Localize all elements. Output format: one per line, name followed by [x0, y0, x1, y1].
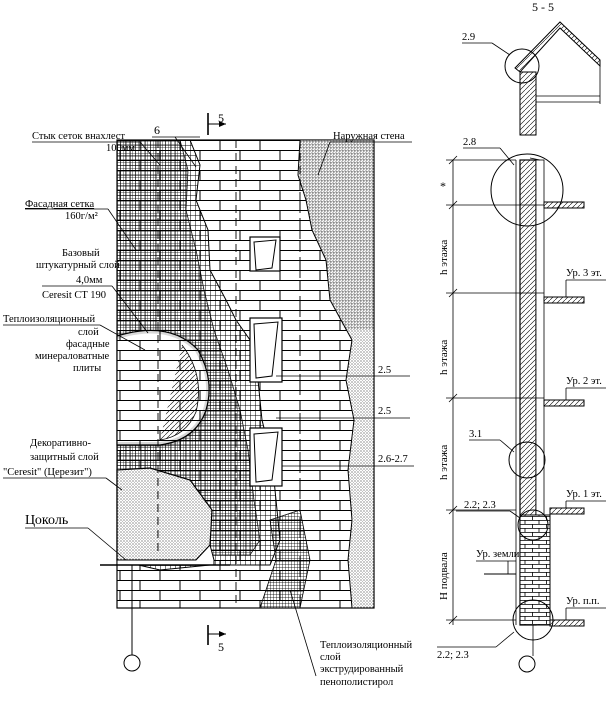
dimension-chain — [446, 155, 544, 625]
insul-mw-label-5: плиты — [73, 363, 101, 374]
section-axis-bubble — [518, 655, 536, 673]
level-1-label: Ур. 1 эт. — [566, 489, 602, 500]
axis-bubble — [123, 654, 141, 672]
decor-label-3: "Ceresit" (Церезит") — [3, 467, 92, 478]
mesh-overlap-label-2: 100мм — [106, 143, 135, 154]
ref-2-5-a: 2.5 — [378, 365, 391, 376]
level-2-label: Ур. 2 эт. — [566, 376, 602, 387]
node-2-9-circle — [504, 48, 540, 84]
section-5-5: 5 - 5 2.9 — [437, 0, 606, 673]
node-3-1-label: 3.1 — [469, 429, 482, 440]
floor-level-label: Ур. п.п. — [566, 596, 600, 607]
plinth-label: Цоколь — [25, 513, 68, 528]
insul-mw-label-1: Теплоизоляционный — [3, 314, 95, 325]
decor-label-1: Декоративно- — [30, 438, 91, 449]
base-plaster-label-4: Ceresit CT 190 — [42, 290, 106, 301]
h-floor-3: h этажа — [438, 445, 450, 480]
section-mark-bottom-label: 5 — [218, 640, 224, 654]
callout-6: 6 — [154, 123, 160, 137]
asterisk: * — [440, 179, 446, 193]
node-2-8-circle — [490, 153, 564, 227]
facade-mesh-label-2: 160г/м² — [65, 211, 98, 222]
h-floor-1: h этажа — [438, 240, 450, 275]
section-marker-bottom: 5 — [207, 625, 226, 654]
decor-label-2: защитный слой — [30, 452, 99, 463]
h-floor-2: h этажа — [438, 340, 450, 375]
base-plaster-label-2: штукатурный слой — [36, 260, 120, 271]
h-basement: H подвала — [438, 552, 450, 600]
section-title: 5 - 5 — [532, 0, 554, 14]
section-marker-top: 5 — [207, 111, 226, 135]
window-opening-1 — [249, 236, 281, 272]
outer-wall-label: Наружная стена — [333, 131, 405, 142]
insul-mw-label-2: слой — [78, 327, 99, 338]
floor-slabs — [543, 201, 585, 627]
node-2-2-b-label: 2.2; 2.3 — [437, 650, 469, 661]
base-plaster-label-3: 4,0мм — [76, 275, 103, 286]
level-marks: Ур. 3 эт. Ур. 2 эт. Ур. 1 эт. Ур. земли … — [476, 268, 606, 620]
level-3-label: Ур. 3 эт. — [566, 268, 602, 279]
ref-2-6-2-7: 2.6-2.7 — [378, 454, 408, 465]
insul-xps-label-3: экструдированный — [320, 664, 404, 675]
ref-2-5-b: 2.5 — [378, 406, 391, 417]
insul-mw-label-3: фасадные — [66, 339, 110, 350]
insul-xps-label-2: слой — [320, 652, 341, 663]
node-3-1-circle — [508, 441, 546, 479]
window-opening-3 — [249, 427, 283, 487]
window-opening-2 — [249, 317, 283, 383]
node-2-8-label: 2.8 — [463, 137, 476, 148]
insul-mw-label-4: минераловатные — [35, 351, 110, 362]
insul-xps-label-1: Теплоизоляционный — [320, 640, 412, 651]
left-callouts: Стык сеток внахлест 100мм 6 Фасадная сет… — [3, 123, 200, 561]
node-2-2-a-circle — [517, 509, 549, 541]
section-mark-top-label: 5 — [218, 111, 224, 125]
facade-mesh-label-1: Фасадная сетка — [25, 199, 94, 210]
roof-detail: 2.9 — [462, 21, 601, 136]
node-2-9-label: 2.9 — [462, 32, 475, 43]
node-2-2-a-label: 2.2; 2.3 — [464, 500, 496, 511]
mesh-overlap-label-1: Стык сеток внахлест — [32, 131, 125, 142]
ground-level-label: Ур. земли — [476, 549, 520, 560]
facade-fragment: 5 5 — [100, 111, 375, 672]
base-plaster-label-1: Базовый — [62, 248, 100, 259]
insul-xps-label-4: пенополистирол — [320, 677, 393, 688]
right-callouts: Наружная стена 2.5 2.5 2.6-2.7 Теплоизол… — [276, 131, 414, 688]
